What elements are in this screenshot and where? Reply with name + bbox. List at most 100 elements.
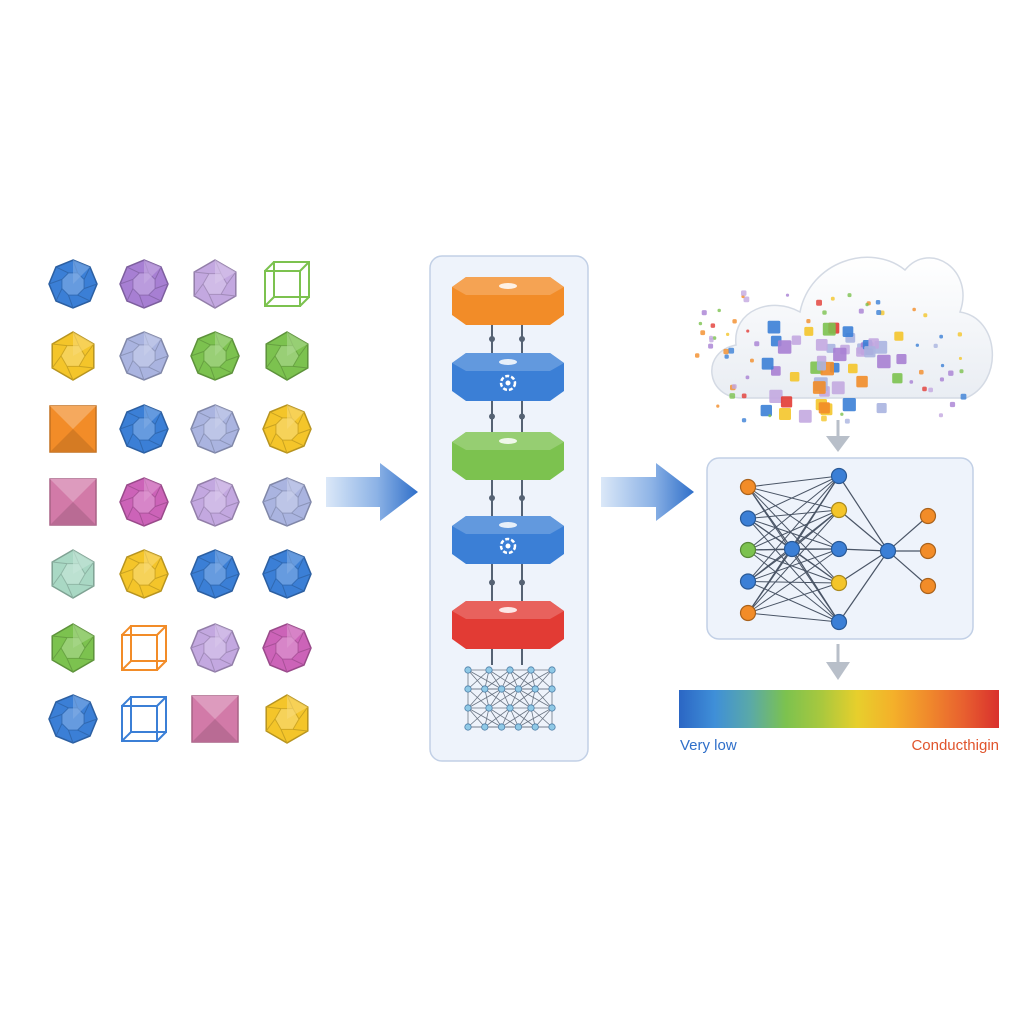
mini-network-node xyxy=(548,704,556,712)
data-particle xyxy=(812,381,826,394)
data-particle xyxy=(877,354,891,369)
crystal-gem-icon xyxy=(48,694,98,744)
crystal-gem-icon xyxy=(262,623,312,673)
mini-network-graph xyxy=(464,666,556,731)
arrow-to-network xyxy=(601,463,694,521)
data-particle xyxy=(745,375,750,380)
mini-network-node xyxy=(497,685,506,693)
network-node xyxy=(783,540,801,558)
data-particle xyxy=(822,310,827,315)
data-particle xyxy=(858,308,864,314)
network-edge xyxy=(747,475,840,488)
data-particle xyxy=(856,347,866,357)
mini-network-node xyxy=(485,666,493,674)
mini-network-node xyxy=(497,723,506,731)
mini-network-node xyxy=(506,704,514,712)
mini-network-node xyxy=(464,704,472,712)
layer-connector xyxy=(519,480,525,516)
data-particle xyxy=(791,335,802,345)
crystal-gem-icon xyxy=(262,404,312,454)
data-particle xyxy=(919,369,924,375)
crystal-hex-icon xyxy=(51,549,95,599)
data-particle xyxy=(848,363,858,374)
mini-network-node xyxy=(548,666,556,674)
network-edge xyxy=(838,475,889,552)
network-edge xyxy=(747,486,840,511)
mini-network-node xyxy=(527,704,535,712)
mini-network-node xyxy=(531,685,539,693)
network-edge xyxy=(887,550,929,587)
layer-stack xyxy=(452,277,564,665)
network-node xyxy=(919,507,937,525)
data-particle xyxy=(842,326,854,337)
model-panel xyxy=(429,255,589,762)
data-particle xyxy=(724,354,729,359)
network-edge xyxy=(838,548,889,552)
network-edge xyxy=(747,548,840,582)
network-edge xyxy=(887,515,929,552)
data-particle xyxy=(847,293,852,298)
data-particle xyxy=(789,372,800,382)
data-particle xyxy=(769,389,783,403)
mini-network-node xyxy=(531,723,539,731)
stack-layer-orange xyxy=(452,277,564,325)
data-particle xyxy=(894,331,904,341)
data-particle xyxy=(960,393,967,400)
crystal-grid xyxy=(48,259,312,744)
data-particle xyxy=(743,296,750,303)
data-particle xyxy=(750,358,754,363)
data-particle xyxy=(767,320,781,334)
mini-network-node xyxy=(464,723,472,731)
crystal-square-icon xyxy=(191,695,239,743)
crystal-cube-icon xyxy=(121,625,167,671)
data-particle xyxy=(876,310,882,315)
data-particle xyxy=(957,332,962,337)
mini-network-node xyxy=(485,704,493,712)
crystal-hex-icon xyxy=(265,694,309,744)
scale-high-label: Conducthigin xyxy=(911,737,999,754)
data-particle xyxy=(958,356,962,360)
arrow-to-model xyxy=(326,463,418,521)
crystal-cube-icon xyxy=(264,261,310,307)
crystal-hex-icon xyxy=(51,331,95,381)
network-edge xyxy=(838,550,889,584)
data-particle xyxy=(896,354,907,365)
data-particle xyxy=(760,404,772,417)
network-edge xyxy=(747,509,840,519)
data-particle xyxy=(804,326,814,336)
mini-network-node xyxy=(481,723,489,731)
network-edge xyxy=(747,486,840,584)
color-scale-bar xyxy=(679,690,999,728)
mini-network-node xyxy=(527,666,535,674)
crystal-gem-icon xyxy=(190,623,240,673)
data-particle xyxy=(785,293,790,297)
data-particle xyxy=(818,402,830,414)
crystal-gem-icon xyxy=(190,549,240,599)
data-particle xyxy=(844,418,850,424)
mini-network-node xyxy=(506,666,514,674)
network-node xyxy=(830,613,848,631)
data-particle xyxy=(746,329,750,333)
layer-connector xyxy=(519,401,525,432)
network-node xyxy=(879,542,897,560)
network-edge xyxy=(747,549,840,584)
network-node xyxy=(830,467,848,485)
network-node xyxy=(830,540,848,558)
data-particle xyxy=(821,415,827,422)
data-particle xyxy=(876,403,887,414)
layer-connector xyxy=(489,564,495,601)
network-edge xyxy=(747,486,840,550)
layer-connector xyxy=(519,564,525,601)
mini-network-node xyxy=(464,685,472,693)
network-node xyxy=(739,541,757,559)
network-node xyxy=(830,501,848,519)
data-particle xyxy=(833,347,847,362)
crystal-gem-icon xyxy=(190,477,240,527)
data-particle xyxy=(741,418,747,423)
data-particle xyxy=(831,381,845,395)
crystal-gem-icon xyxy=(262,549,312,599)
data-particle xyxy=(761,357,774,370)
data-particle xyxy=(938,413,943,418)
data-particle xyxy=(939,377,944,382)
